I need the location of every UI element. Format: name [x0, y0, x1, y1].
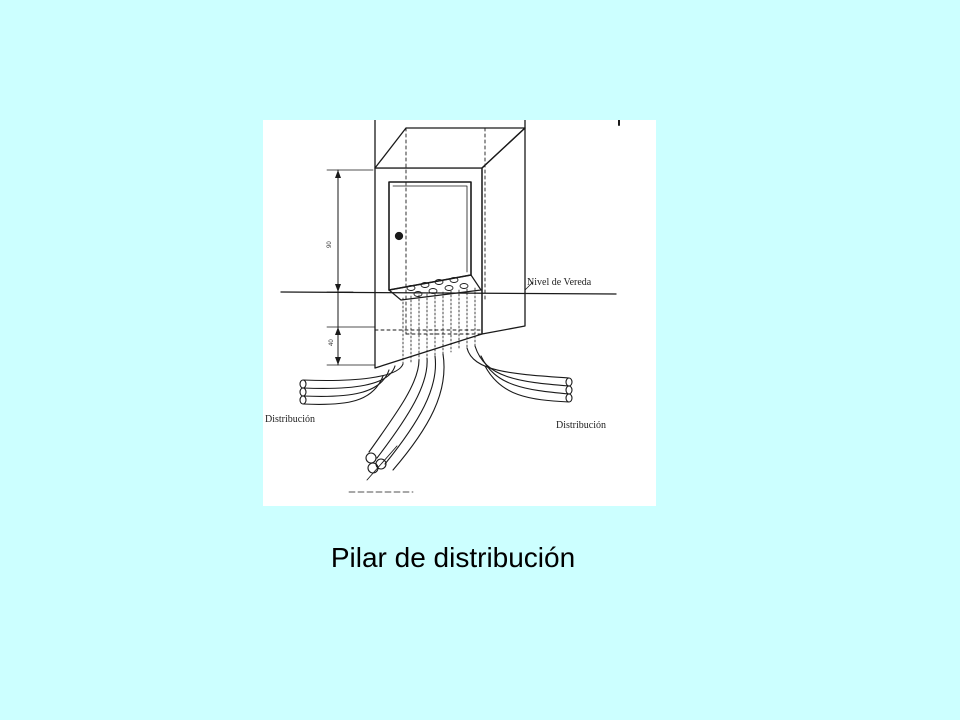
cable-bundle-left — [299, 363, 404, 405]
cable-bundle-right — [466, 345, 573, 403]
dimension-lower-label: 40 — [329, 339, 335, 346]
label-sidewalk-level: Nivel de Vereda — [527, 277, 592, 288]
figure-caption: Pilar de distribución — [330, 542, 576, 573]
pillar-top-face — [374, 127, 526, 169]
pillar-front-face — [374, 167, 483, 369]
cable-bundle-front — [365, 353, 445, 474]
label-distribution-left: Distribución — [265, 414, 315, 425]
dimension-upper-label: 90 — [327, 241, 333, 248]
label-distribution-right: Distribución — [556, 420, 606, 431]
floor-plate — [388, 274, 482, 301]
door-lock-icon — [394, 231, 404, 241]
pillar-side-face — [481, 127, 526, 335]
distribution-pillar-diagram: Nivel de Vereda Distribución Distribució… — [263, 120, 656, 506]
